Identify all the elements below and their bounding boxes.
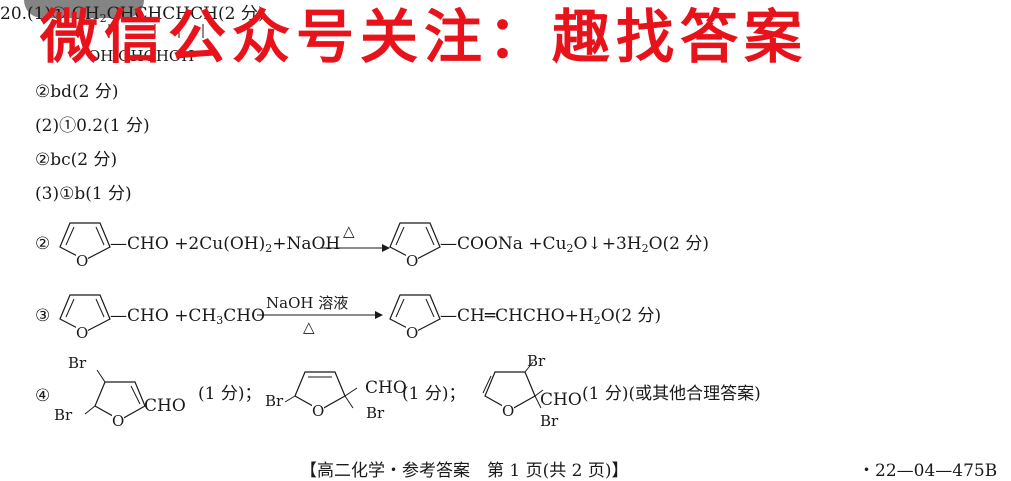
eq4-s2-cho: CHO (365, 378, 407, 398)
q20-line2: OH OHOHOH (88, 47, 195, 65)
eq2-number: ② (35, 234, 51, 254)
furan-ring-icon (389, 294, 441, 333)
ring-oxygen: O (76, 252, 89, 270)
q20-line5: ②bc(2 分) (35, 150, 118, 170)
question-number: 20. (0, 4, 28, 24)
q20-line3: ②bd(2 分) (35, 82, 119, 102)
eq2-reactant: —CHO +2Cu(OH)2+NaOH (110, 234, 341, 255)
document-code: ・22—04—475B (858, 461, 998, 481)
dibromo-ring-icon (84, 369, 146, 421)
reaction-arrow (257, 311, 383, 319)
eq4-number: ④ (35, 386, 51, 406)
eq4-s3-cho: CHO (540, 390, 582, 410)
page-footer: 【高二化学・参考答案 第 1 页(共 2 页)】 (300, 461, 629, 481)
eq4-s1-cho: CHO (144, 396, 186, 416)
furan-ring-icon (389, 222, 441, 261)
eq2-condition: △ (343, 222, 355, 240)
furan-ring-icon (59, 222, 111, 261)
eq4-s1-score: (1 分)； (198, 384, 262, 404)
br-label: Br (366, 404, 385, 422)
eq3-number: ③ (35, 306, 51, 326)
q20-line1: 20.(1)① CH2CHCHCHCH(2 分) (0, 4, 265, 25)
structure-bonds (108, 24, 204, 38)
q20-line6: (3)①b(1 分) (35, 184, 132, 204)
br-label: Br (265, 392, 284, 410)
page-badge (24, 0, 144, 18)
dibromo-ring-icon (284, 371, 358, 411)
eq2-product: —COONa +Cu2O↓+3H2O(2 分) (440, 234, 710, 255)
reaction-arrow (320, 244, 390, 252)
eq3-condition-bottom: △ (303, 318, 315, 336)
ring-oxygen: O (406, 252, 419, 270)
br-label: Br (540, 412, 559, 430)
furan-ring-icon (59, 294, 111, 333)
q20-line4: (2)①0.2(1 分) (35, 116, 150, 136)
ring-oxygen: O (112, 412, 125, 430)
ring-oxygen: O (312, 402, 325, 420)
eq4-s3-score: (1 分)(或其他合理答案) (582, 384, 761, 404)
ring-oxygen: O (406, 324, 419, 342)
eq3-reactant: —CHO +CH3CHO (110, 306, 266, 327)
br-label: Br (68, 354, 87, 372)
ring-oxygen: O (502, 402, 515, 420)
eq3-condition-top: NaOH 溶液 (266, 294, 349, 312)
br-label: Br (54, 406, 73, 424)
dibromo-ring-icon (482, 361, 544, 411)
eq3-product: —CH═CHCHO+H2O(2 分) (440, 306, 662, 327)
eq4-s2-score: (1 分)； (402, 384, 466, 404)
watermark: 微信公众号关注：趣找答案 (40, 3, 809, 71)
br-label: Br (527, 352, 546, 370)
ring-oxygen: O (76, 324, 89, 342)
